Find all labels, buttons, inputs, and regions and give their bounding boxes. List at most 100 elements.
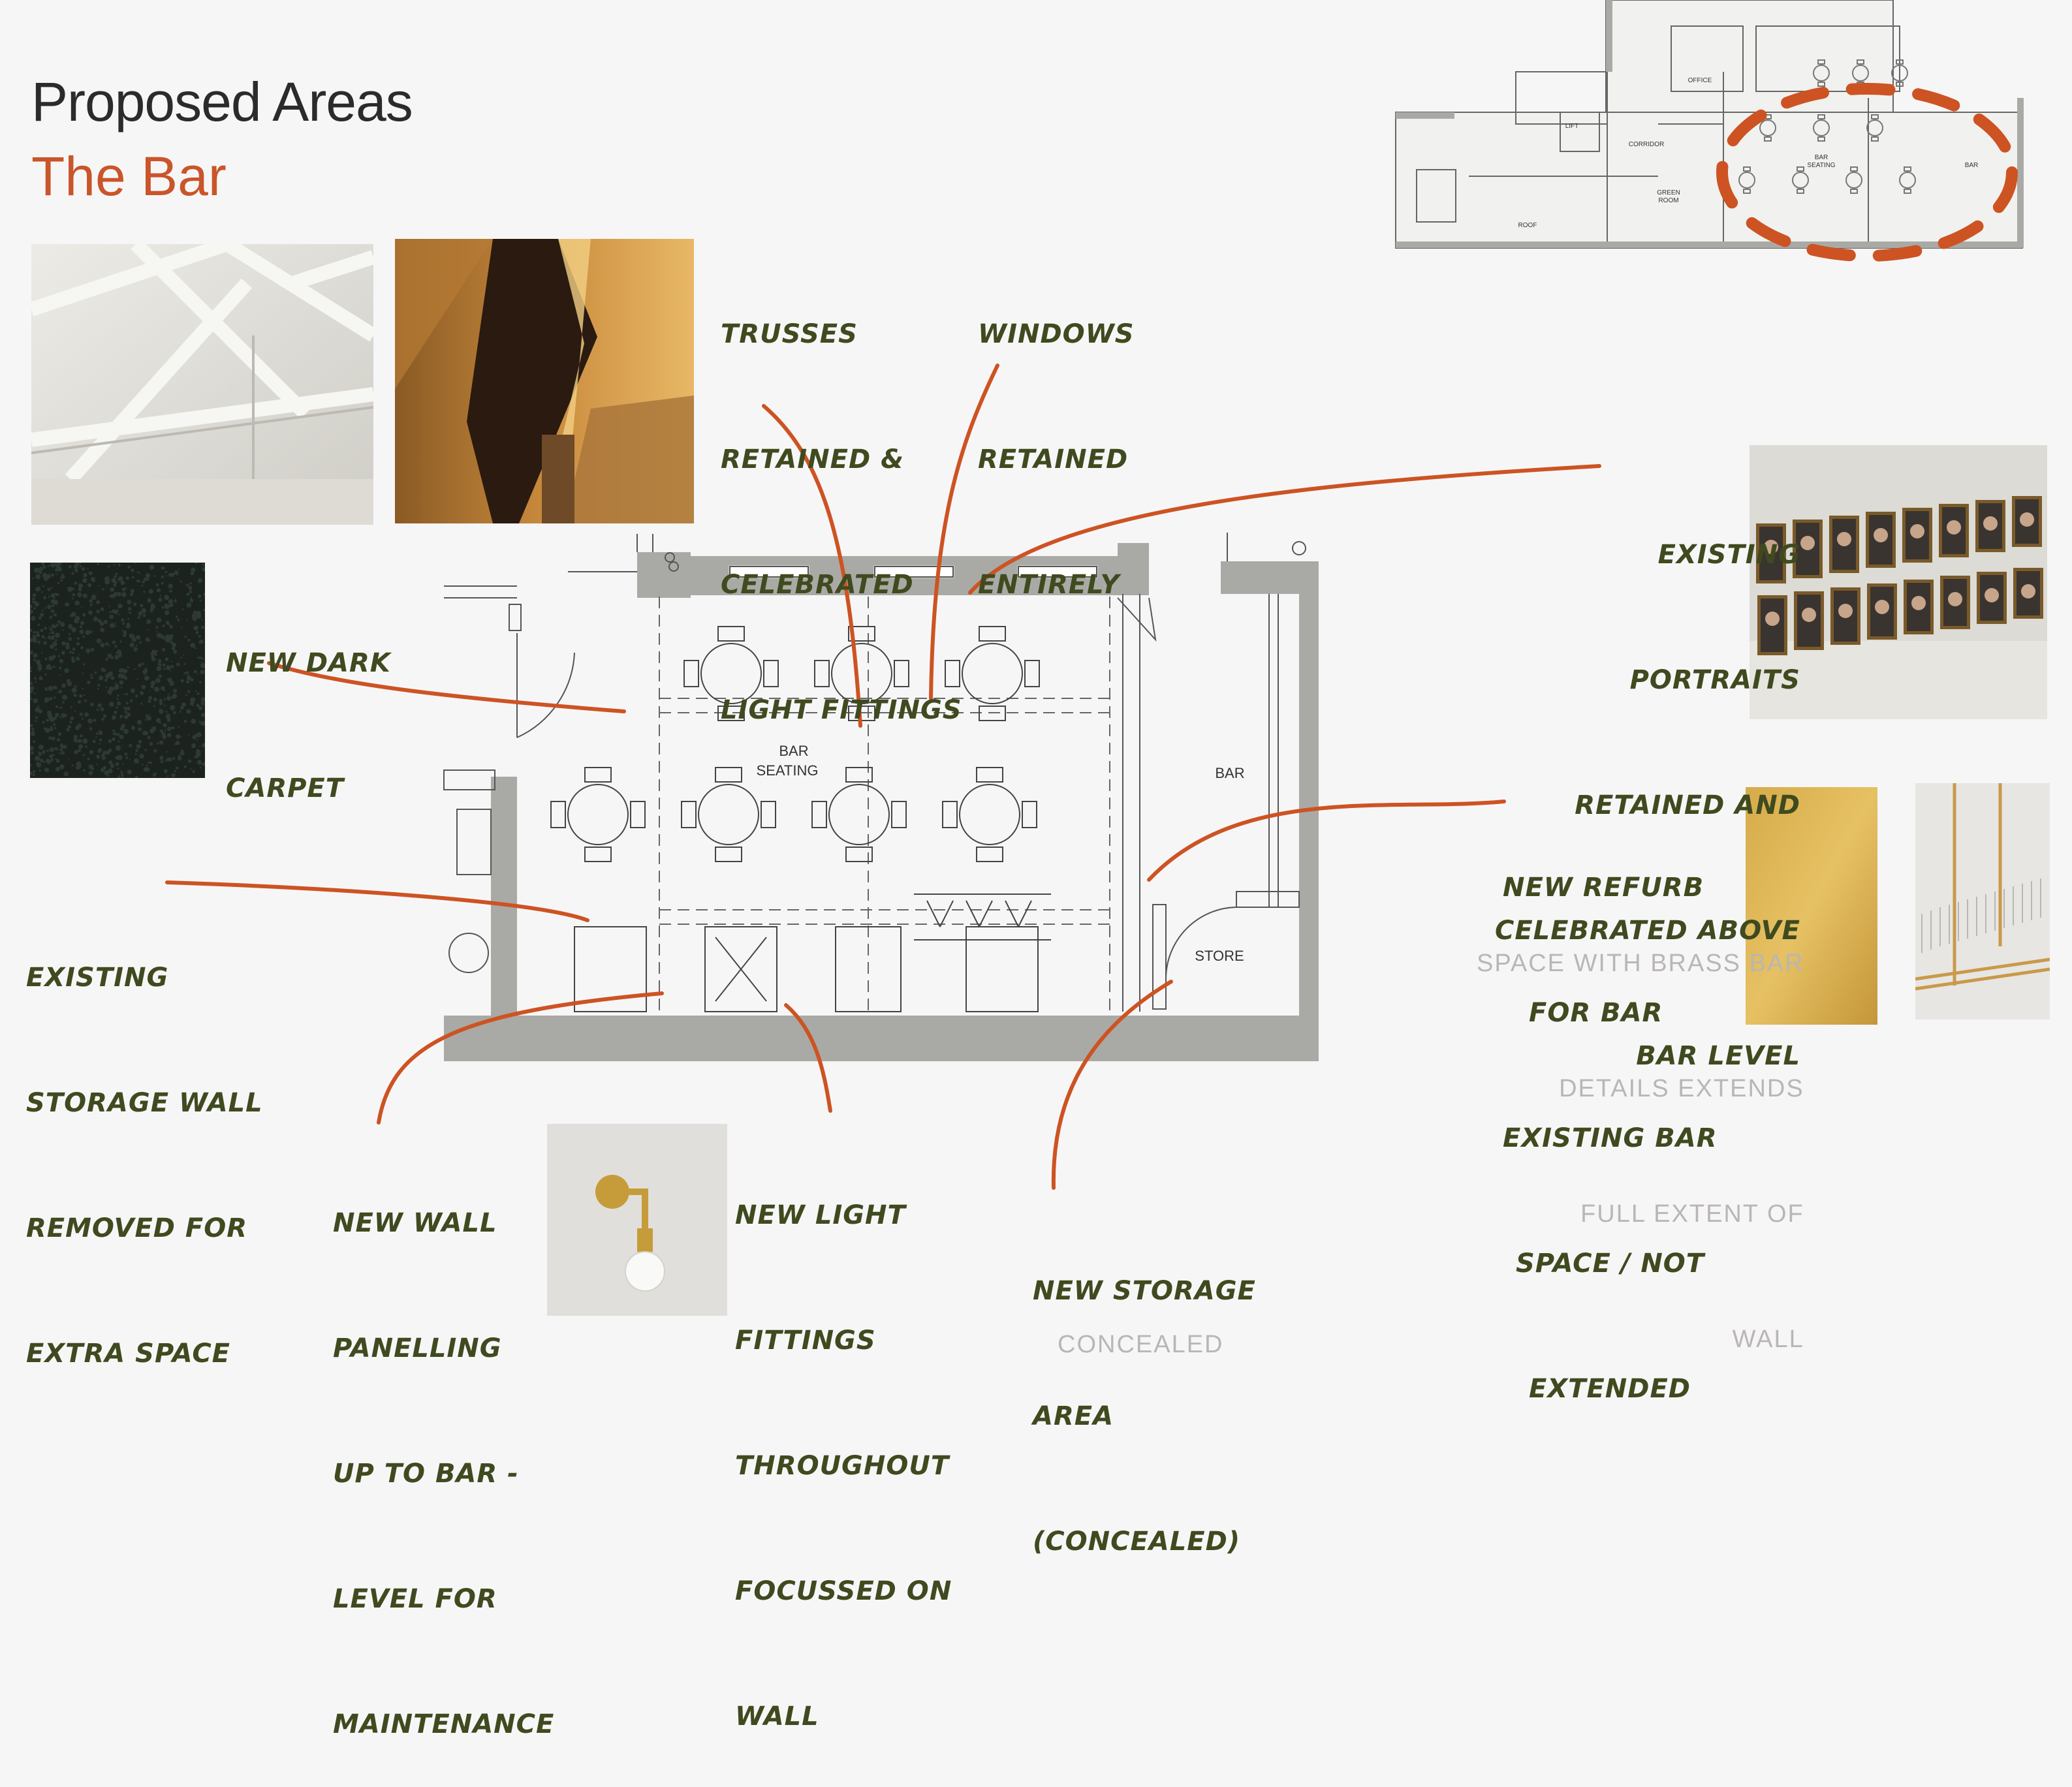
portrait-frame — [1830, 587, 1860, 645]
plan-label-bar: BAR — [1215, 765, 1244, 781]
key-plan-table — [1899, 166, 1916, 194]
floor-plan-drawing: BAR SEATING BAR STORE OFFICE LIFT CORRID… — [165, 0, 2024, 1190]
annotation-trusses-line: CELEBRATED — [721, 570, 914, 600]
annotation-portraits-line: CELEBRATED ABOVE — [1495, 916, 1800, 946]
key-plan-table — [1813, 59, 1830, 87]
ghost-text-line: FULL EXTENT OF — [1580, 1200, 1804, 1228]
annotation-lights-line: THROUGHOUT — [735, 1451, 950, 1481]
annotation-windows-line: RETAINED — [978, 444, 1129, 474]
annotation-portraits-line: EXISTING — [1657, 540, 1800, 570]
key-label-corridor: CORRIDOR — [1629, 141, 1664, 148]
annotation-bar-refurb-line: EXTENDED — [1529, 1374, 1691, 1404]
portrait-frame — [1904, 580, 1934, 634]
key-label-roof: ROOF — [1518, 222, 1537, 229]
annotation-panelling-line: LEVEL FOR — [333, 1584, 497, 1614]
annotation-lights: NEW LIGHT FITTINGS THROUGHOUT FOCUSSED O… — [735, 1111, 952, 1779]
annotation-trusses-line: LIGHT FITTINGS — [721, 695, 962, 725]
annotation-lights-line: FITTINGS — [735, 1326, 876, 1356]
annotation-portraits-line: PORTRAITS — [1629, 665, 1800, 695]
annotation-bar-refurb-line: FOR BAR — [1529, 998, 1663, 1028]
key-plan-table — [1792, 166, 1809, 194]
key-label-room: ROOM — [1658, 197, 1678, 204]
key-plan-table — [1891, 59, 1908, 87]
brass-wall-light-photo — [547, 1124, 727, 1316]
key-label-green: GREEN — [1657, 189, 1680, 196]
key-label-bar-seating-2: SEATING — [1807, 162, 1835, 169]
annotation-bar-refurb: NEW REFURB FOR BAR EXISTING BAR SPACE / … — [1503, 783, 1718, 1452]
portrait-frame — [1902, 508, 1932, 563]
annotation-panelling-line: NEW WALL — [333, 1208, 497, 1238]
key-plan-table — [1813, 114, 1830, 142]
round-table — [550, 767, 646, 862]
annotation-windows: WINDOWS RETAINED ENTIRELY — [978, 230, 1135, 647]
key-plan-table — [1738, 166, 1755, 194]
annotation-lights-line: NEW LIGHT — [735, 1200, 906, 1230]
white-truss-ceiling-photo — [31, 244, 373, 525]
annotation-storage-wall-line: STORAGE WALL — [26, 1088, 263, 1118]
annotation-storage-area: NEW STORAGE AREA (CONCEALED) — [1033, 1187, 1256, 1604]
round-table — [945, 626, 1040, 721]
annotation-portraits: EXISTING PORTRAITS RETAINED AND CELEBRAT… — [1495, 450, 1800, 1119]
annotation-storage-wall: EXISTING STORAGE WALL REMOVED FOR EXTRA … — [26, 873, 263, 1416]
annotation-bar-refurb-line: NEW REFURB — [1503, 873, 1704, 903]
annotation-storage-area-line: (CONCEALED) — [1033, 1527, 1241, 1557]
dark-carpet-sample — [30, 563, 205, 778]
annotation-carpet-line: NEW DARK — [226, 648, 391, 678]
annotation-storage-area-line: AREA — [1033, 1401, 1114, 1431]
annotation-trusses: TRUSSES RETAINED & CELEBRATED LIGHT FITT… — [721, 230, 962, 773]
ghost-text-bar: SPACE WITH BRASS BAR DETAILS EXTENDS FUL… — [1477, 859, 1804, 1402]
annotation-lights-line: FOCUSSED ON — [735, 1576, 952, 1606]
annotation-storage-area-line: NEW STORAGE — [1033, 1276, 1256, 1306]
round-table — [683, 626, 779, 721]
key-plan-table — [1759, 114, 1776, 142]
brass-panel-sample — [1746, 787, 1877, 1025]
portrait-frame — [1866, 512, 1896, 568]
annotation-bar-refurb-line: EXISTING BAR — [1503, 1123, 1718, 1153]
portrait-frame — [1867, 583, 1897, 640]
key-label-office: OFFICE — [1688, 77, 1712, 84]
portrait-wall-photo — [1750, 445, 2047, 719]
key-plan-table — [1866, 114, 1883, 142]
annotation-bar-refurb-line: SPACE / NOT — [1516, 1249, 1705, 1279]
portrait-frame — [1829, 516, 1859, 573]
portrait-frame — [2012, 496, 2042, 547]
annotation-carpet: NEW DARK CARPET — [226, 559, 391, 851]
portrait-frame — [1794, 591, 1824, 650]
annotation-panelling: NEW WALL PANELLING UP TO BAR - LEVEL FOR… — [333, 1119, 554, 1787]
key-plan-highlight — [1716, 83, 2018, 262]
annotation-carpet-line: CARPET — [226, 773, 345, 803]
key-plan-table — [1845, 166, 1862, 194]
annotation-storage-wall-line: REMOVED FOR — [26, 1213, 248, 1243]
portrait-frame — [1756, 523, 1786, 583]
annotation-portraits-line: RETAINED AND — [1575, 790, 1800, 820]
portrait-frame — [1939, 504, 1969, 557]
annotation-panelling-line: PANELLING — [333, 1333, 502, 1363]
portrait-frame — [1977, 572, 2007, 624]
key-label-bar: BAR — [1965, 162, 1979, 169]
annotation-lights-line: WALL — [735, 1702, 819, 1732]
portrait-frame — [1793, 520, 1823, 578]
key-label-lift: LIFT — [1565, 123, 1579, 130]
page-title: Proposed Areas — [31, 71, 413, 132]
plan-label-bar-seating-2: SEATING — [757, 762, 819, 779]
round-table — [811, 767, 907, 862]
round-table — [942, 767, 1037, 862]
portrait-frame — [2013, 568, 2043, 619]
annotation-windows-line: WINDOWS — [978, 319, 1135, 349]
annotation-trusses-line: TRUSSES — [721, 319, 858, 349]
plan-label-bar-seating-1: BAR — [779, 743, 808, 759]
annotation-panelling-line: UP TO BAR - — [333, 1459, 519, 1489]
annotation-portraits-line: BAR LEVEL — [1636, 1041, 1800, 1071]
plan-label-store: STORE — [1195, 948, 1244, 964]
round-table — [681, 767, 776, 862]
ghost-text-line: SPACE WITH BRASS BAR — [1477, 950, 1804, 977]
leader-lines — [165, 364, 1601, 1190]
portrait-frame — [1940, 576, 1970, 629]
ghost-text-line: DETAILS EXTENDS — [1559, 1075, 1804, 1102]
annotation-storage-wall-line: EXTRA SPACE — [26, 1339, 230, 1369]
portrait-frame — [1757, 595, 1787, 655]
page-subtitle: The Bar — [31, 146, 227, 207]
annotation-windows-line: ENTIRELY — [978, 570, 1120, 600]
key-plan — [1395, 0, 2023, 249]
annotation-panelling-line: MAINTENANCE — [333, 1709, 555, 1739]
